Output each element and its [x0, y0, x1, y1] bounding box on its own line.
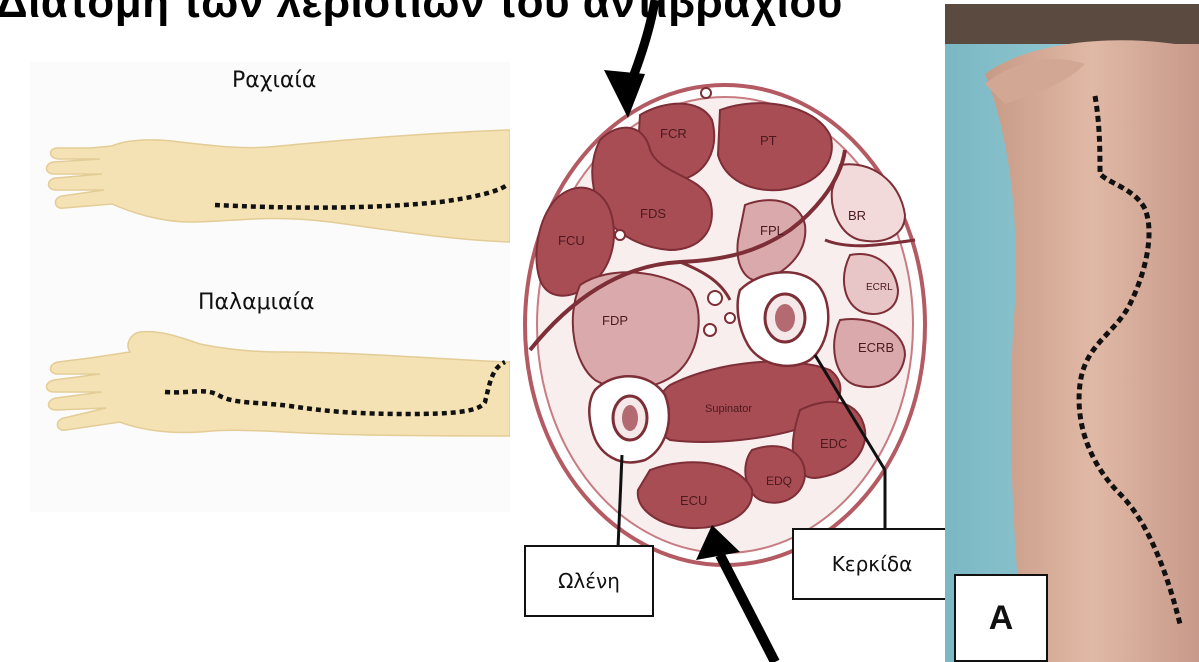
muscle-br: [832, 164, 905, 241]
top-arrow: [604, 0, 655, 118]
label-edq: EDQ: [766, 474, 792, 488]
label-supinator: Supinator: [705, 403, 752, 415]
photo-label-a: A: [954, 574, 1048, 662]
ulna-bone: [589, 376, 669, 462]
label-pt: PT: [760, 133, 777, 148]
label-ecu: ECU: [680, 493, 707, 508]
label-fpl: FPL: [760, 223, 784, 238]
label-edc: EDC: [820, 436, 847, 451]
label-ecrb: ECRB: [858, 340, 894, 355]
label-fds: FDS: [640, 206, 666, 221]
label-fcr: FCR: [660, 126, 687, 141]
label-ecrl: ECRL: [866, 282, 893, 293]
label-fcu: FCU: [558, 233, 585, 248]
label-fdp: FDP: [602, 313, 628, 328]
ulna-label-box: Ωλένη: [524, 545, 654, 617]
radius-label-box: Κερκίδα: [792, 528, 952, 600]
forearm-photo: [945, 4, 1199, 662]
label-br: BR: [848, 208, 866, 223]
